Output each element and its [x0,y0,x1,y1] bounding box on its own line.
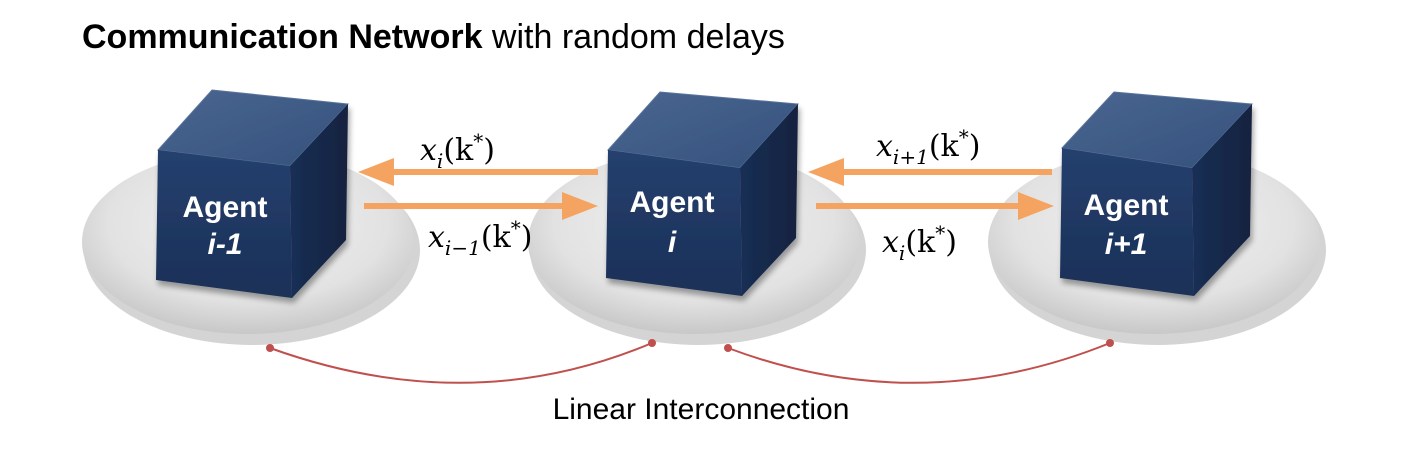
link-endpoint [266,344,274,352]
message-arrows [358,158,1054,220]
agent-cube-center: Agent i [606,91,800,296]
message-labels: xi(k*) xi−1(k*) xi+1(k*) xi(k*) [420,125,980,265]
arrow-right-to-center [808,158,1052,186]
message-label-bottom-right: xi(k*) [882,221,957,265]
arrow-center-to-right [816,192,1054,220]
title-bold: Communication Network [82,18,483,56]
arrow-center-to-left [358,158,598,186]
link-endpoint [648,339,656,347]
link-left-center [269,342,653,384]
message-label-top-left: xi(k*) [420,129,495,173]
agent-label-center: Agent [630,186,715,219]
link-endpoint [724,344,732,352]
diagram-title: Communication Network with random delays [82,18,785,57]
agent-index-right: i+1 [1105,228,1148,261]
agent-index-center: i [668,226,677,259]
arrow-left-to-center [364,192,598,220]
message-label-bottom-left: xi−1(k*) [428,216,532,260]
agent-cube-right: Agent i+1 [1060,91,1254,296]
agent-index-left: i-1 [207,228,242,261]
link-center-right [727,342,1111,384]
interconnection-caption: Linear Interconnection [552,393,850,426]
message-label-top-right: xi+1(k*) [876,125,980,169]
link-endpoint [1106,339,1114,347]
agent-label-left: Agent [183,191,268,224]
agent-label-right: Agent [1084,189,1169,222]
agent-cube-left: Agent i-1 [156,89,350,298]
interconnection-links [266,339,1114,384]
title-rest: with random delays [482,18,785,56]
